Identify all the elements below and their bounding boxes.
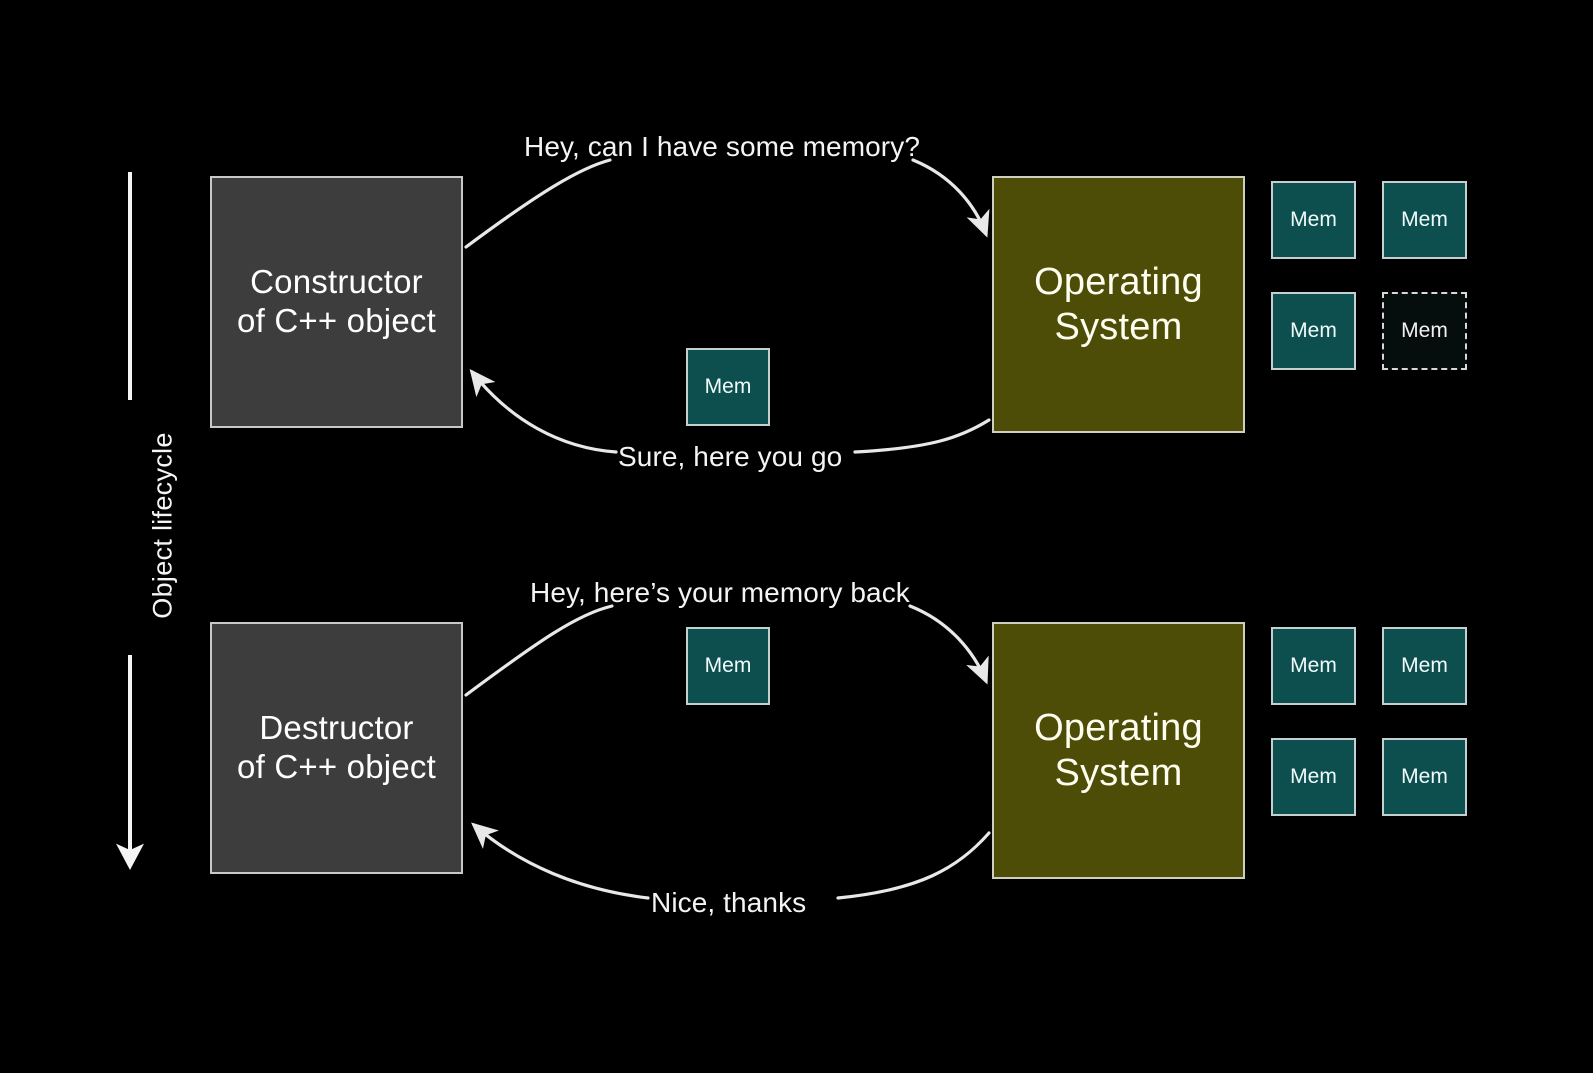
request-message-construction: Hey, can I have some memory? bbox=[524, 131, 920, 162]
response-message-construction: Sure, here you go bbox=[618, 441, 843, 472]
destructor-label-line2: of C++ object bbox=[237, 748, 436, 785]
constructor-label-line2: of C++ object bbox=[237, 302, 436, 339]
os-label-line2: System bbox=[1054, 305, 1183, 348]
operating-system-box-construction[interactable]: Operating System bbox=[992, 176, 1245, 433]
memory-block-3-construction-empty: Mem bbox=[1382, 292, 1467, 370]
memory-block-3-destruction: Mem bbox=[1382, 738, 1467, 816]
response-message-destruction: Nice, thanks bbox=[651, 887, 807, 918]
operating-system-box-destruction[interactable]: Operating System bbox=[992, 622, 1245, 879]
destructor-label-line1: Destructor bbox=[259, 709, 414, 747]
transit-mem-block-destruction: Mem bbox=[686, 627, 770, 705]
os-label-line1-destruction: Operating bbox=[1034, 706, 1203, 749]
memory-block-1-destruction: Mem bbox=[1382, 627, 1467, 705]
constructor-box[interactable]: Constructor of C++ object bbox=[210, 176, 463, 428]
constructor-label-line1: Constructor bbox=[250, 263, 423, 301]
os-label-line1: Operating bbox=[1034, 260, 1203, 303]
object-lifecycle-label: Object lifecycle bbox=[147, 432, 178, 619]
memory-block-2-destruction: Mem bbox=[1271, 738, 1356, 816]
request-message-destruction: Hey, here’s your memory back bbox=[530, 577, 910, 608]
memory-block-0-destruction: Mem bbox=[1271, 627, 1356, 705]
transit-mem-block-construction: Mem bbox=[686, 348, 770, 426]
arrow-request-construction bbox=[464, 158, 990, 249]
destructor-box[interactable]: Destructor of C++ object bbox=[210, 622, 463, 874]
memory-block-1-construction: Mem bbox=[1382, 181, 1467, 259]
memory-block-2-construction: Mem bbox=[1271, 292, 1356, 370]
os-label-line2-destruction: System bbox=[1054, 751, 1183, 794]
memory-block-0-construction: Mem bbox=[1271, 181, 1356, 259]
